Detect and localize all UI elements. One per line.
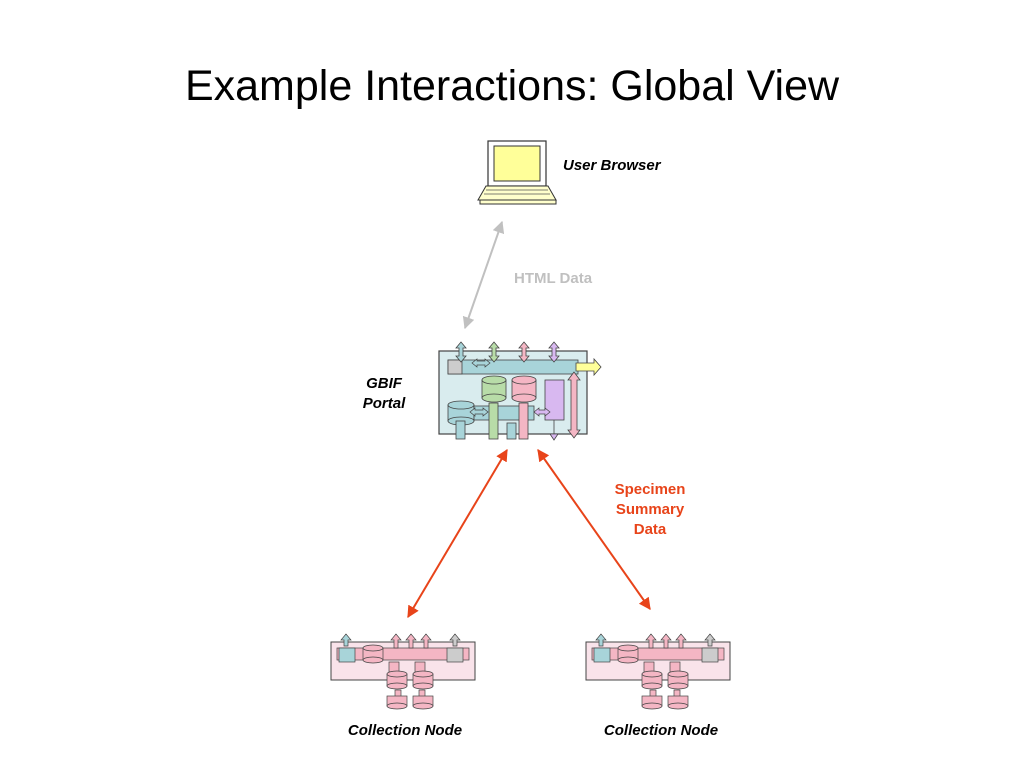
portal-label-line2: Portal — [362, 395, 406, 412]
slide-title: Example Interactions: Global View — [184, 62, 840, 110]
html-data-label: HTML Data — [514, 270, 593, 287]
specimen-label-line3: Data — [633, 521, 667, 538]
specimen-label-line2: Summary — [615, 501, 685, 518]
collection-node-left-label: Collection Node — [347, 722, 463, 739]
collection-node-right-label: Collection Node — [603, 722, 719, 739]
specimen-link-right — [537, 449, 651, 610]
portal-icon — [438, 341, 602, 441]
html-data-link — [462, 220, 505, 330]
user-browser-label: User Browser — [563, 157, 661, 174]
portal-label: GBIF Portal — [354, 374, 414, 414]
specimen-summary-label: Specimen Summary Data — [600, 480, 700, 540]
specimen-link-left — [407, 448, 508, 619]
laptop-icon — [477, 140, 557, 205]
portal-label-line1: GBIF — [366, 375, 402, 392]
collection-node-right-icon — [585, 633, 731, 710]
collection-node-left-icon — [330, 633, 476, 710]
specimen-label-line1: Specimen — [614, 481, 686, 498]
